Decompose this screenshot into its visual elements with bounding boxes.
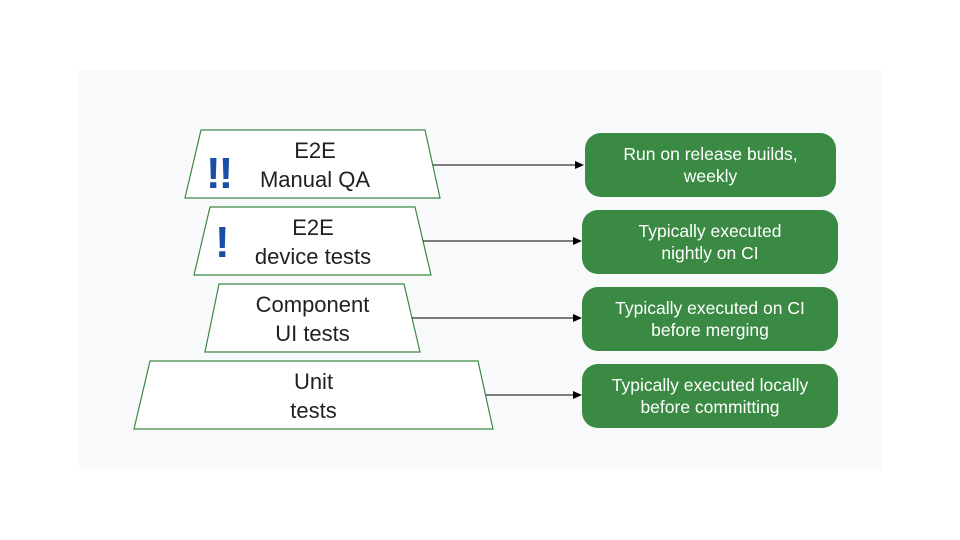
description-line: nightly on CI xyxy=(661,243,759,263)
level-label-unit-tests: Unit tests xyxy=(134,367,493,425)
description-line: weekly xyxy=(683,166,738,186)
level-title: E2E xyxy=(294,138,336,163)
description-box-component-ui-tests: Typically executed on CI before merging xyxy=(582,287,838,351)
level-subtitle: device tests xyxy=(254,244,372,269)
description-line: before merging xyxy=(651,320,769,340)
description-box-device-tests: Typically executed nightly on CI xyxy=(582,210,838,274)
description-box-unit-tests: Typically executed locally before commit… xyxy=(582,364,838,428)
level-subtitle: tests xyxy=(290,398,337,423)
level-label-manual-qa: E2E Manual QA xyxy=(200,136,430,194)
description-box-manual-qa: Run on release builds, weekly xyxy=(585,133,836,197)
level-title: E2E xyxy=(292,215,334,240)
level-title: Component xyxy=(255,292,370,317)
description-line: Typically executed locally xyxy=(611,375,809,395)
description-line: Typically executed xyxy=(638,221,782,241)
description-line: Typically executed on CI xyxy=(615,298,805,318)
level-label-device-tests: E2E device tests xyxy=(200,213,426,271)
level-shape-device-tests xyxy=(193,206,432,276)
level-subtitle: UI tests xyxy=(275,321,350,346)
description-line: Run on release builds, xyxy=(623,144,798,164)
level-label-component-ui-tests: Component UI tests xyxy=(205,290,420,348)
description-line: before committing xyxy=(640,397,780,417)
exclamation-icon: ! xyxy=(215,218,230,267)
double-exclamation-icon: !! xyxy=(206,149,233,198)
level-subtitle: Manual QA xyxy=(259,167,371,192)
level-title: Unit xyxy=(293,369,334,394)
level-shape-manual-qa xyxy=(184,129,441,199)
level-shape-unit-tests xyxy=(133,360,494,430)
level-shape-component-ui-tests xyxy=(204,283,421,353)
